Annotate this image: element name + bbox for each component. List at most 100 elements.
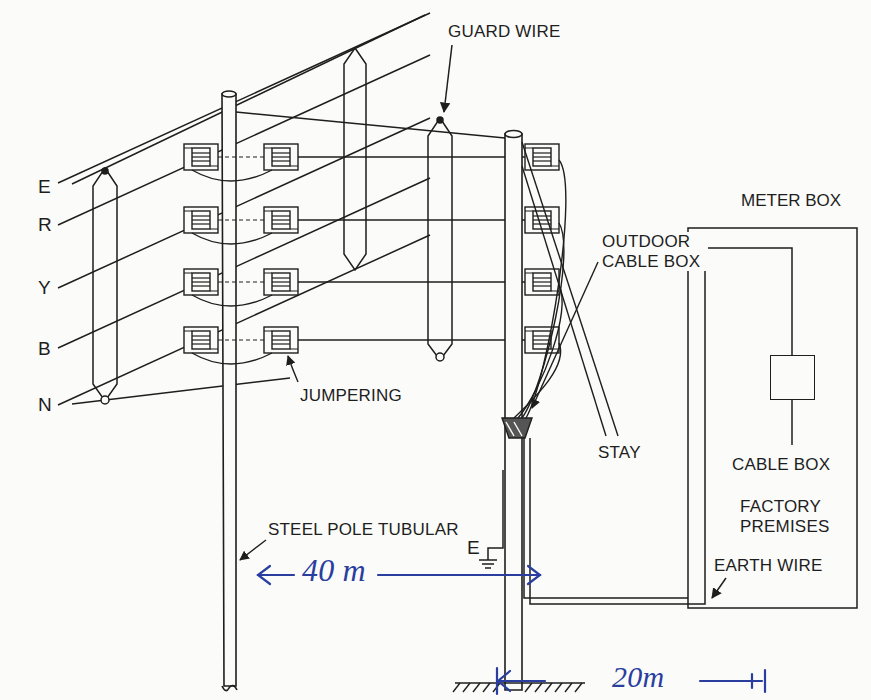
part-label: JUMPERING (298, 386, 404, 406)
jumper-loop (192, 353, 272, 364)
dimension-arrow (528, 566, 540, 584)
part-label: OUTDOOR CABLE BOX (600, 232, 708, 271)
ground-hatch (525, 683, 532, 692)
span-conductor (236, 112, 505, 138)
terminal-pole (505, 131, 522, 691)
service-cable (712, 578, 726, 598)
ground-hatch (575, 683, 582, 692)
dimension-label: 40 m (300, 552, 368, 589)
bolt-line (218, 339, 264, 340)
part-label: STEEL POLE TUBULAR (266, 520, 461, 540)
span-conductor (298, 281, 525, 283)
dimension-arrow (751, 674, 753, 688)
guard-wire-cradle (101, 396, 109, 404)
stay-wire (522, 142, 618, 436)
shackle-insulator (525, 269, 559, 295)
span-conductor (236, 112, 525, 340)
steel-pole (222, 91, 236, 97)
phase-label: N (36, 394, 54, 416)
part-label: STAY (596, 443, 643, 463)
shackle-insulator (184, 144, 218, 170)
guard-wire-cradle (444, 45, 452, 112)
overhead-conductor (58, 178, 430, 348)
down-lead (514, 343, 561, 418)
earth-symbol (479, 470, 503, 568)
phase-label: Y (36, 277, 53, 299)
guard-wire-cradle (102, 168, 108, 174)
phase-label: B (36, 338, 53, 360)
outdoor-cable-box (506, 422, 514, 436)
shackle-insulator (264, 327, 298, 353)
service-cable (688, 228, 857, 608)
service-cable (530, 248, 792, 604)
shackle-insulator (525, 144, 559, 353)
stay-wire (522, 166, 606, 436)
service-cable (524, 228, 857, 608)
outdoor-cable-box (514, 422, 522, 436)
ground-hatch (453, 683, 585, 692)
bolt-line (218, 281, 264, 282)
guard-wire-cradle (437, 117, 443, 123)
guard-wire-cradle (72, 15, 425, 184)
span-conductor (298, 219, 525, 221)
earth-symbol (482, 563, 494, 565)
shackle-insulator (184, 269, 218, 295)
earth-symbol (485, 567, 491, 569)
guard-wire-cradle (436, 353, 444, 361)
ground-hatch (565, 683, 572, 692)
earth-symbol (479, 559, 497, 561)
overhead-conductor (58, 13, 430, 405)
part-label: GUARD WIRE (446, 22, 563, 42)
earth-label: E (465, 537, 482, 559)
ground-hatch (455, 682, 585, 683)
shackle-insulator (184, 327, 218, 353)
dimension-arrow (498, 680, 545, 682)
terminal-pole (505, 131, 522, 138)
dimension-arrow (258, 574, 294, 576)
down-lead (518, 285, 562, 418)
earth-symbol (488, 470, 503, 560)
jumper-loop (288, 356, 298, 382)
ground-hatch (463, 683, 470, 692)
guard-wire-cradle (72, 15, 452, 404)
shackle-insulator (264, 269, 298, 295)
ground-hatch (483, 683, 490, 692)
shackle-insulator (264, 207, 298, 233)
box-heading: METER BOX (739, 191, 843, 211)
ground-hatch (545, 683, 552, 692)
guard-wire-cradle (428, 118, 452, 360)
jumper-loop (192, 233, 272, 244)
ground-hatch (473, 683, 480, 692)
bolt-line (218, 219, 264, 220)
overhead-conductor (58, 235, 430, 405)
service-cable (524, 438, 688, 598)
part-label: CABLE BOX (730, 455, 832, 475)
guard-wire-cradle (344, 48, 366, 270)
jumper-loop (192, 170, 272, 181)
stay-wire (522, 142, 618, 436)
shackle-insulator (184, 144, 298, 353)
steel-pole (222, 94, 236, 686)
jumper-loop (192, 170, 298, 560)
dimension-label: 20m (610, 660, 666, 695)
jumper-loop (240, 540, 266, 560)
overhead-conductor (58, 55, 430, 225)
guard-wire-cradle (72, 378, 290, 404)
ground-hatch (453, 683, 460, 692)
dimension-arrow (258, 566, 270, 584)
part-label: EARTH WIRE (712, 556, 824, 576)
jumper-loop (192, 295, 272, 306)
part-label: FACTORY PREMISES (738, 497, 846, 536)
outdoor-cable-box (502, 418, 532, 438)
bolt-line (218, 157, 264, 340)
guard-wire-cradle (93, 168, 117, 401)
phase-label: E (36, 176, 53, 198)
span-conductor (298, 156, 525, 158)
dimension-arrow (764, 670, 766, 692)
down-lead (514, 160, 598, 418)
dimension-arrow (378, 574, 540, 576)
shackle-insulator (264, 144, 298, 170)
